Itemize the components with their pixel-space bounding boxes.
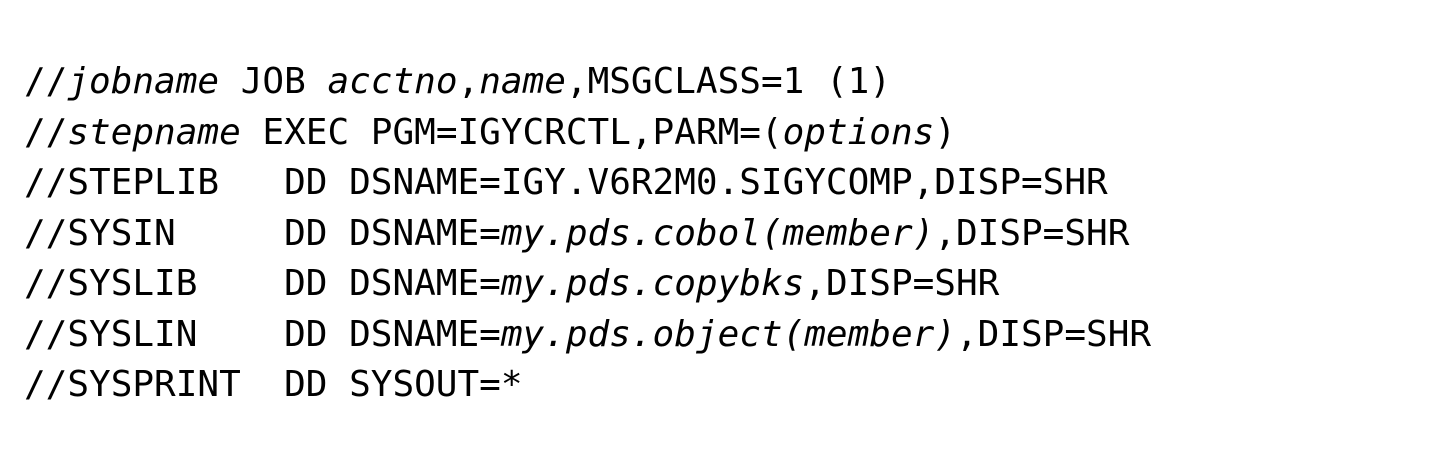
jcl-literal-token: JOB xyxy=(219,61,328,102)
jcl-line: //jobname JOB acctno,name,MSGCLASS=1 (1) xyxy=(24,57,1151,108)
jcl-line: //SYSLIB DD DSNAME=my.pds.copybks,DISP=S… xyxy=(24,259,1151,310)
jcl-line: //SYSPRINT DD SYSOUT=* xyxy=(24,360,1151,411)
jcl-literal-token: //SYSIN DD DSNAME= xyxy=(24,212,501,254)
jcl-literal-token: EXEC PGM=IGYCRCTL,PARM=( xyxy=(240,111,783,153)
jcl-placeholder-token: acctno xyxy=(327,61,458,102)
jcl-literal-token: // xyxy=(24,111,68,153)
jcl-literal-token: ,MSGCLASS=1 (1) xyxy=(565,61,891,102)
jcl-placeholder-token: my.pds.copybks xyxy=(500,263,805,304)
jcl-literal-token: ,DISP=SHR xyxy=(955,313,1152,355)
jcl-literal-token: //STEPLIB DD DSNAME=IGY.V6R2M0.SIGYCOMP,… xyxy=(24,162,1108,203)
jcl-placeholder-token: my.pds.object(member) xyxy=(500,313,956,355)
jcl-placeholder-token: options xyxy=(782,111,935,153)
jcl-placeholder-token: name xyxy=(479,61,566,102)
jcl-placeholder-token: my.pds.cobol(member) xyxy=(500,212,935,254)
jcl-literal-token: //SYSLIN DD DSNAME= xyxy=(24,313,501,355)
jcl-literal-token: ,DISP=SHR xyxy=(934,212,1130,254)
jcl-code-block: //jobname JOB acctno,name,MSGCLASS=1 (1)… xyxy=(24,57,1151,411)
jcl-line: //SYSLIN DD DSNAME=my.pds.object(member)… xyxy=(24,310,1151,361)
jcl-literal-token: ,DISP=SHR xyxy=(804,263,1000,304)
jcl-placeholder-token: stepname xyxy=(67,111,241,153)
jcl-line: //STEPLIB DD DSNAME=IGY.V6R2M0.SIGYCOMP,… xyxy=(24,158,1151,209)
jcl-placeholder-token: jobname xyxy=(67,61,220,102)
jcl-line: //stepname EXEC PGM=IGYCRCTL,PARM=(optio… xyxy=(24,108,1151,159)
jcl-literal-token: , xyxy=(457,61,480,102)
jcl-literal-token: //SYSPRINT DD SYSOUT=* xyxy=(24,364,523,405)
jcl-line: //SYSIN DD DSNAME=my.pds.cobol(member),D… xyxy=(24,209,1151,260)
jcl-literal-token: ) xyxy=(934,111,957,153)
jcl-literal-token: //SYSLIB DD DSNAME= xyxy=(24,263,501,304)
jcl-literal-token: // xyxy=(24,61,68,102)
